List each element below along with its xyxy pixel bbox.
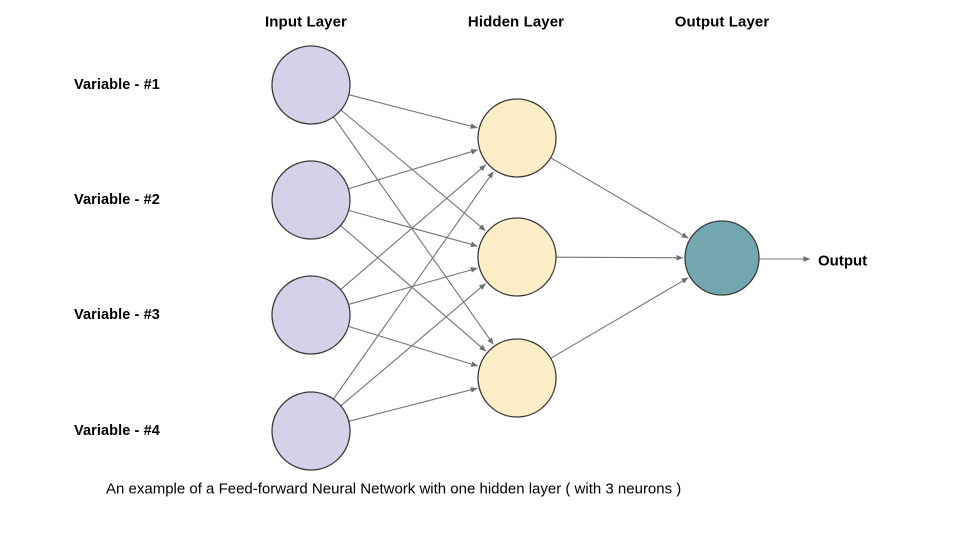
diagram-caption: An example of a Feed-forward Neural Netw…: [106, 480, 682, 498]
edge-in3-h1: [340, 164, 487, 291]
hidden-neuron-1[interactable]: [477, 98, 557, 178]
input-variable-label-3: Variable - #3: [74, 307, 160, 323]
input-neuron-3[interactable]: [271, 275, 351, 355]
nodes-group: [271, 45, 760, 471]
edge-in4-h1: [332, 171, 494, 400]
edge-h3-out1: [550, 277, 689, 359]
output-label: Output: [818, 252, 868, 270]
layer-title-hidden-layer: Hidden Layer: [467, 13, 565, 31]
edge-h2-out1: [555, 254, 684, 261]
hidden-neuron-2[interactable]: [477, 217, 557, 297]
edges-group: [332, 94, 810, 422]
edge-in4-h3: [348, 387, 478, 422]
input-variable-label-2: Variable - #2: [74, 192, 160, 208]
edge-h1-out1: [550, 157, 689, 239]
input-variable-label-1: Variable - #1: [74, 77, 160, 93]
hidden-neuron-3[interactable]: [477, 338, 557, 418]
input-neuron-2[interactable]: [271, 160, 351, 240]
edge-in1-h3: [332, 116, 494, 345]
layer-title-input-layer: Input Layer: [265, 13, 347, 31]
input-neuron-4[interactable]: [271, 391, 351, 471]
edge-in1-h1: [348, 94, 478, 129]
edge-in2-h3: [340, 225, 487, 352]
output-neuron-1[interactable]: [684, 220, 760, 296]
input-variable-label-4: Variable - #4: [74, 423, 160, 439]
input-neuron-1[interactable]: [271, 45, 351, 125]
edge-in3-h3: [348, 325, 478, 367]
edge-in1-h2: [340, 109, 486, 232]
edge-in2-h2: [348, 209, 478, 248]
edge-in2-h1: [348, 148, 478, 190]
layer-title-output-layer: Output Layer: [674, 13, 770, 31]
edge-in4-h2: [340, 283, 487, 407]
